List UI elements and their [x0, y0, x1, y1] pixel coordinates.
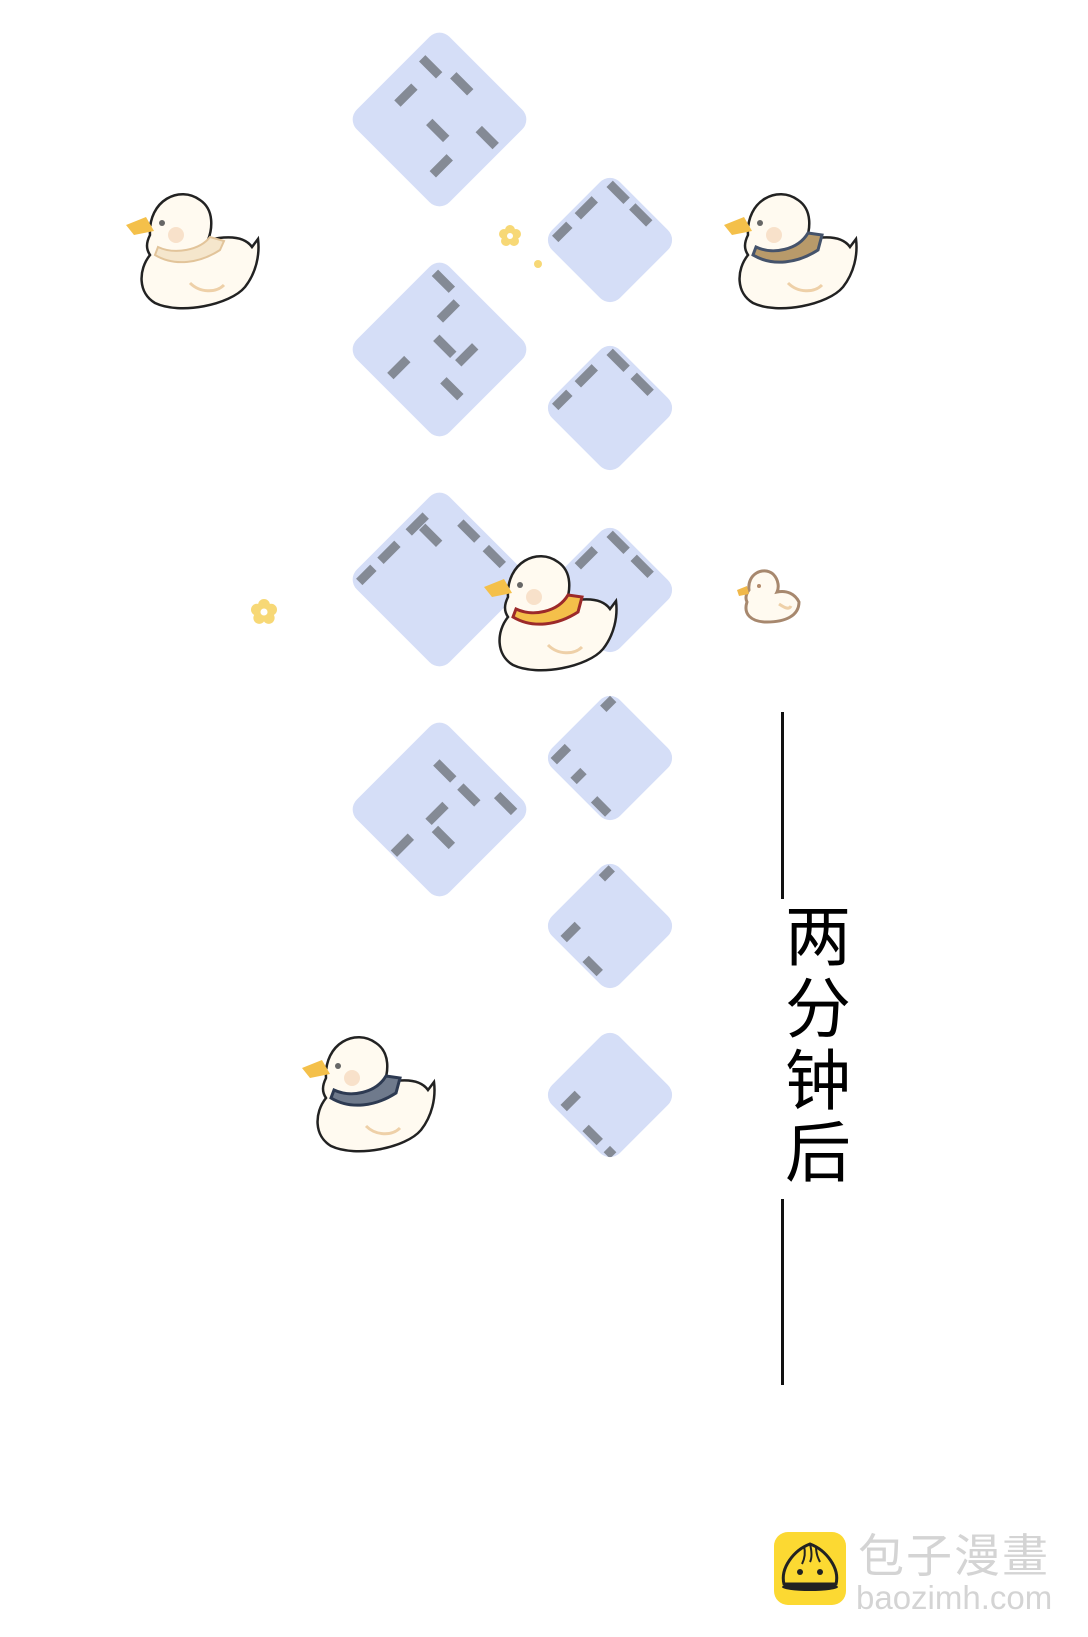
duck-plaid-scarf-icon — [724, 193, 858, 310]
duck-cream-scarf-icon — [126, 193, 260, 310]
diamond-decoration — [346, 256, 533, 443]
dot-decoration — [534, 260, 542, 268]
flower-icon — [251, 599, 277, 624]
diamond-decoration — [542, 1027, 678, 1163]
duck-red-plaid-scarf-icon — [484, 555, 618, 672]
diamond-decoration — [542, 172, 678, 308]
caption-vertical-text: 两 分 钟 后 — [782, 902, 854, 1190]
caption-char: 后 — [785, 1115, 851, 1192]
caption-char: 分 — [785, 971, 851, 1048]
bun-mascot-icon — [774, 1532, 846, 1605]
caption-char: 两 — [785, 899, 851, 976]
diamond-decoration — [542, 858, 678, 994]
flower-icon — [499, 225, 521, 246]
watermark-title: 包子漫畫 — [858, 1529, 1050, 1583]
diamond-decoration — [542, 690, 678, 826]
duck-navy-scarf-icon — [302, 1036, 436, 1153]
duckling-icon — [737, 569, 801, 624]
watermark-url: baozimh.com — [856, 1579, 1053, 1616]
diamond-decoration — [542, 340, 678, 476]
diamond-decoration — [346, 716, 533, 903]
caption-line-top — [781, 712, 784, 899]
diamond-decoration — [346, 26, 533, 213]
caption-char: 钟 — [785, 1043, 851, 1120]
caption-line-bottom — [781, 1199, 784, 1385]
